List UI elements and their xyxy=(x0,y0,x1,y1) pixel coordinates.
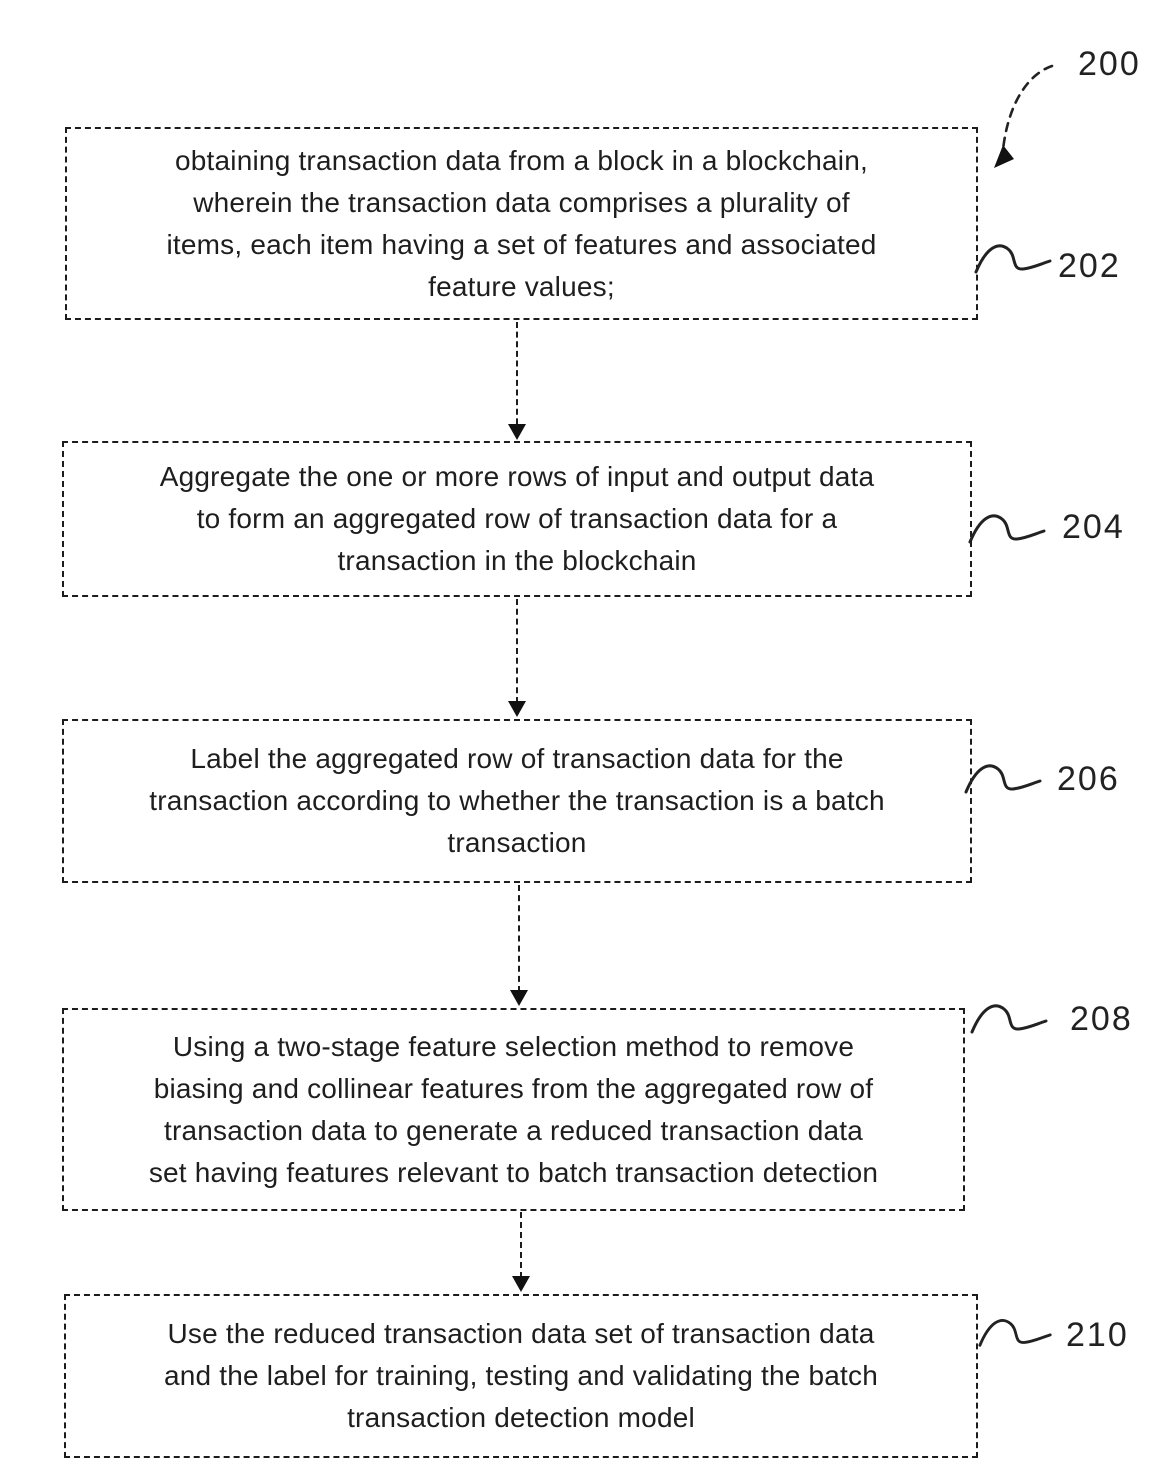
step-box-aggregate-rows: Aggregate the one or more rows of input … xyxy=(62,441,972,597)
step-box-feature-selection: Using a two-stage feature selection meth… xyxy=(62,1008,965,1211)
step-text: Aggregate the one or more rows of input … xyxy=(159,461,875,576)
ref-leader-squiggle xyxy=(964,764,1042,794)
step-box-train-test-validate-model: Use the reduced transaction data set of … xyxy=(64,1294,978,1458)
ref-leader-squiggle xyxy=(970,1004,1048,1034)
flow-connector-line xyxy=(518,885,520,992)
flow-connector-line xyxy=(520,1212,522,1278)
ref-label-202: 202 xyxy=(1058,247,1121,285)
flow-connector-line xyxy=(516,322,518,434)
ref-label-208: 208 xyxy=(1070,1000,1133,1038)
arrow-down-icon xyxy=(508,424,526,440)
ref-leader-squiggle xyxy=(978,1319,1052,1347)
ref-label-210: 210 xyxy=(1066,1316,1129,1354)
step-text: Using a two-stage feature selection meth… xyxy=(148,1030,879,1188)
ref-leader-squiggle xyxy=(974,244,1052,274)
step-box-obtain-transaction-data: obtaining transaction data from a block … xyxy=(65,127,978,320)
arrow-down-icon xyxy=(510,990,528,1006)
step-text: Use the reduced transaction data set of … xyxy=(163,1318,879,1433)
ref-label-206: 206 xyxy=(1057,760,1120,798)
figure-pointer-arrow-icon xyxy=(994,64,1054,168)
step-text: obtaining transaction data from a block … xyxy=(166,144,877,302)
ref-label-204: 204 xyxy=(1062,508,1125,546)
step-box-label-aggregated-row: Label the aggregated row of transaction … xyxy=(62,719,972,883)
arrow-down-icon xyxy=(508,701,526,717)
arrow-down-icon xyxy=(512,1276,530,1292)
ref-leader-squiggle xyxy=(968,514,1046,544)
flow-connector-line xyxy=(516,599,518,703)
figure-number: 200 xyxy=(1078,45,1141,83)
step-text: Label the aggregated row of transaction … xyxy=(149,743,885,858)
